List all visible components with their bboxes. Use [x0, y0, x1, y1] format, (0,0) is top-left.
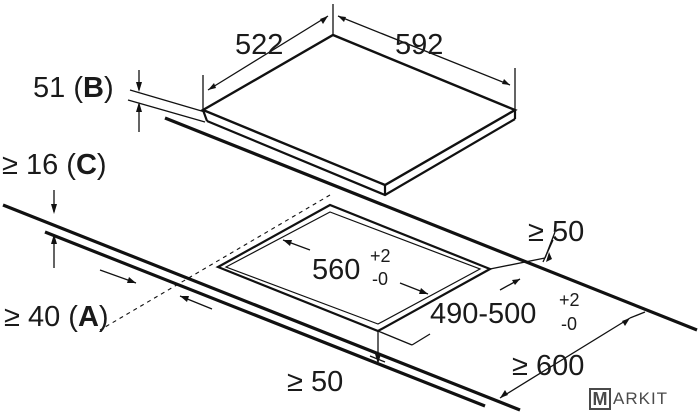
cutout-width-tol-minus: -0 [372, 269, 388, 289]
hob-width-label: 592 [395, 29, 443, 61]
front-clearance-label: ≥ 40 (A) [4, 301, 109, 333]
watermark-text: ARKIT [613, 389, 669, 408]
cutout-width-label: 560 [312, 254, 360, 286]
wall-clearance-label: ≥ 16 (C) [2, 149, 107, 181]
hob-depth-label: 522 [235, 29, 283, 61]
dim-51-b [127, 70, 206, 132]
dim-560 [282, 239, 429, 295]
dim-490-500 [377, 278, 521, 346]
cutout-width-tol-plus: +2 [370, 246, 391, 266]
side-clearance-front-label: ≥ 50 [287, 366, 343, 398]
worktop-depth-label: ≥ 600 [512, 350, 584, 382]
side-clearance-right-label: ≥ 50 [528, 216, 584, 248]
cutout-depth-label: 490-500 [430, 298, 536, 330]
dim-50-right [489, 231, 556, 270]
dim-50-front [369, 331, 386, 364]
hob-height-label: 51 (B) [33, 72, 114, 104]
dim-600 [499, 311, 646, 399]
dim-592 [337, 15, 516, 110]
worktop [2, 116, 698, 412]
cutout-depth-tol-minus: -0 [561, 314, 577, 334]
watermark-letter: M [589, 388, 611, 410]
dim-522 [202, 4, 334, 112]
cutout-depth-tol-plus: +2 [559, 290, 580, 310]
projection-line [99, 194, 331, 331]
dim-40-a [99, 269, 213, 310]
watermark-logo: M ARKIT [589, 386, 693, 412]
dim-16-c [51, 190, 57, 268]
